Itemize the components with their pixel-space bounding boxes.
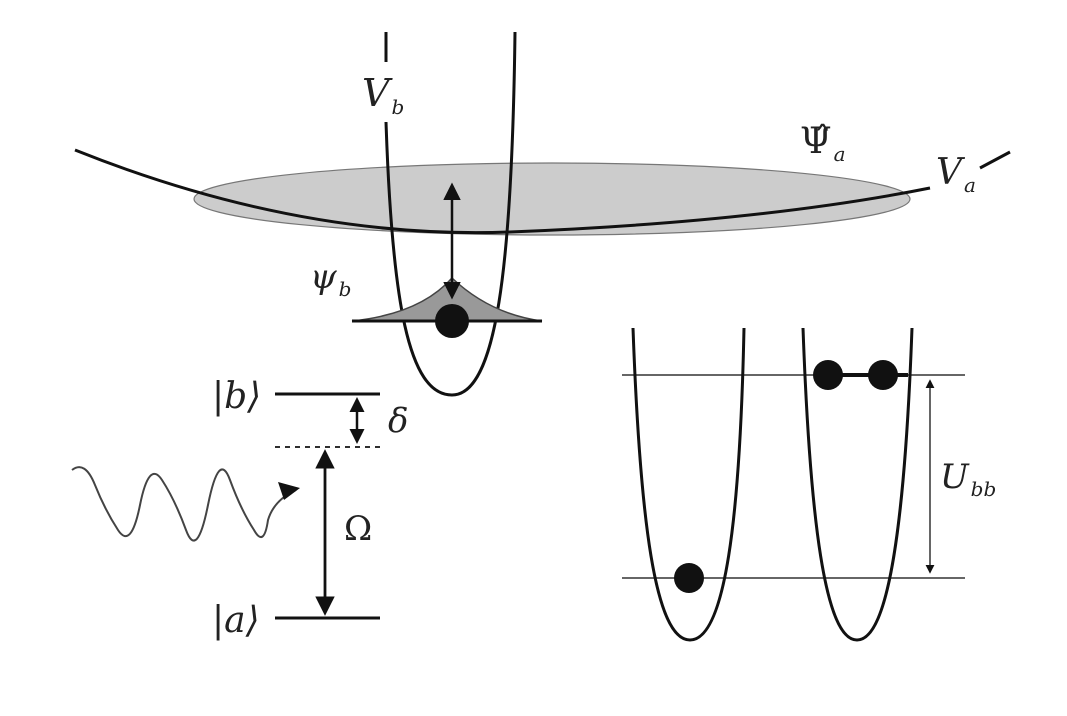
label-state-b: |b⟩ [212,376,261,417]
label-detuning: δ [388,401,408,441]
laser-wave [71,466,297,542]
label-field-a: Ψ̂a [800,121,846,166]
condensate-cloud [193,162,911,236]
potential-a-curve [74,148,931,235]
label-state-a: |a⟩ [212,600,260,641]
atom-pair-right [868,360,898,390]
well-right [801,327,914,642]
well-left [631,327,746,642]
atom-b [435,304,469,338]
potential-a-curve-tail [979,150,1011,170]
atom-lower [674,563,704,593]
label-rabi: Ω [344,509,372,549]
potential-b-curve [384,31,517,397]
laser-arrow-head [278,482,300,500]
atom-pair-left [813,360,843,390]
